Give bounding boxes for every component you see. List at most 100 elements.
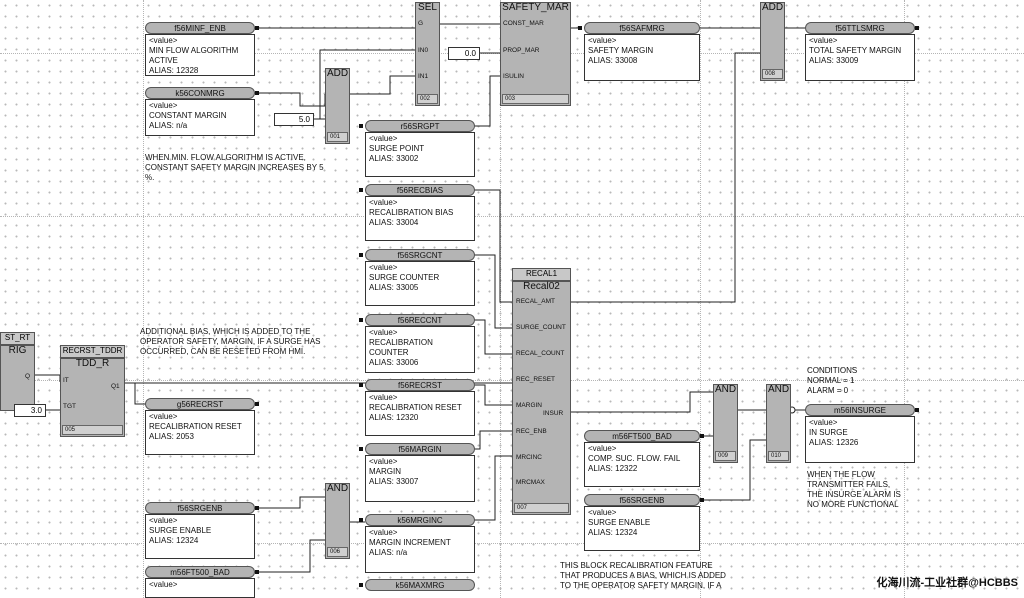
block-number: 001 — [327, 132, 348, 142]
block-number: 009 — [715, 451, 736, 461]
variable-box: <value> SAFETY MARGIN ALIAS: 33008 — [584, 34, 700, 81]
wire — [571, 52, 760, 303]
variable-box: <value> SURGE POINT ALIAS: 33002 — [365, 132, 475, 177]
variable-tag: k56CONMRG — [145, 87, 255, 99]
safety-mar-block[interactable]: SAFETY_MAR CONST_MAR PROP_MAR ISULIN 003 — [500, 2, 571, 106]
block-title: ADD — [326, 68, 349, 79]
block-port: SURGE_COUNT — [516, 324, 566, 331]
variable-desc: RECALIBRATION — [369, 338, 433, 347]
variable-value: <value> — [149, 101, 178, 110]
recal02-block[interactable]: Recal02 RECAL_AMT SURGE_COUNT RECAL_COUN… — [512, 281, 571, 515]
variable-alias: ALIAS: 33002 — [369, 154, 419, 163]
variable-tag: f56SRGENB — [584, 494, 700, 506]
variable-value: <value> — [149, 412, 178, 421]
variable-tag: k56MRGINC — [365, 514, 475, 526]
connector-pin — [915, 26, 919, 30]
connector-pin — [359, 253, 363, 257]
constant-input[interactable]: 5.0 — [274, 113, 314, 126]
variable-tag: f56SAFMRG — [584, 22, 700, 34]
block-title: SAFETY_MAR — [502, 2, 569, 13]
connector-pin — [359, 124, 363, 128]
variable-box: <value> RECALIBRATION RESET ALIAS: 2053 — [145, 410, 255, 455]
variable-alias: ALIAS: 12324 — [588, 528, 638, 537]
tdd-instance-header: RECRST_TDDR — [60, 345, 125, 358]
block-number: 005 — [62, 425, 123, 435]
variable-tag: f56RECCNT — [365, 314, 475, 326]
and-block-1[interactable]: AND 006 — [325, 483, 350, 559]
page-divider — [904, 0, 905, 598]
connector-pin — [359, 447, 363, 451]
page-divider — [0, 216, 1024, 217]
variable-value: <value> — [369, 134, 398, 143]
variable-box: <value> MIN FLOW ALGORITHM ACTIVE ALIAS:… — [145, 34, 255, 76]
variable-box: <value> SURGE ENABLE ALIAS: 12324 — [145, 514, 255, 559]
variable-alias: ALIAS: 33008 — [588, 56, 638, 65]
variable-box: <value> — [145, 578, 255, 598]
wire — [125, 382, 145, 405]
block-number: 008 — [762, 69, 783, 79]
block-port: PROP_MAR — [503, 47, 540, 54]
sel-block[interactable]: SEL G IN0 IN1 002 — [415, 2, 440, 106]
variable-value: <value> — [369, 528, 398, 537]
wire — [35, 374, 61, 382]
add-block-2[interactable]: ADD 008 — [760, 2, 785, 81]
constant-input[interactable]: 3.0 — [14, 404, 46, 417]
variable-value: <value> — [809, 36, 838, 45]
note-recal-feature: THIS BLOCK RECALIBRATION FEATURE THAT PR… — [560, 561, 726, 590]
variable-alias: ALIAS: 12324 — [149, 536, 199, 545]
note-bias: ADDITIONAL BIAS, WHICH IS ADDED TO THE O… — [140, 327, 321, 356]
page-divider — [700, 0, 701, 598]
wire — [475, 455, 512, 521]
variable-value: <value> — [588, 444, 617, 453]
variable-tag: f56MINF_ENB — [145, 22, 255, 34]
connector-pin — [359, 583, 363, 587]
note-minflow: WHEN MIN. FLOW ALGORITHM IS ACTIVE, CONS… — [145, 153, 324, 182]
variable-tag: g56RECRST — [145, 398, 255, 410]
variable-value: <value> — [149, 580, 178, 589]
connector-pin — [359, 188, 363, 192]
variable-desc: SURGE COUNTER — [369, 273, 440, 282]
wire — [314, 49, 415, 120]
rs-instance-header: ST_RT — [0, 332, 35, 345]
variable-alias: ALIAS: n/a — [369, 548, 408, 557]
variable-box: <value> RECALIBRATION COUNTER ALIAS: 330… — [365, 326, 475, 373]
variable-tag: f56TTLSMRG — [805, 22, 915, 34]
variable-tag: f56MARGIN — [365, 443, 475, 455]
variable-tag: m56INSURGE — [805, 404, 915, 416]
wire — [256, 92, 326, 107]
block-title: Recal02 — [523, 281, 560, 292]
rs-block[interactable]: RIG Q — [0, 345, 35, 411]
variable-box: <value> TOTAL SAFETY MARGIN ALIAS: 33009 — [805, 34, 915, 81]
block-number: 002 — [417, 94, 438, 104]
block-title: AND — [767, 384, 790, 395]
block-number: 010 — [768, 451, 789, 461]
variable-alias: ALIAS: 12326 — [809, 438, 859, 447]
tdd-r-block[interactable]: TDD_R IT TGT Q1 005 — [60, 358, 125, 437]
note-flow-fail: WHEN THE FLOW TRANSMITTER FAILS, THE INS… — [807, 470, 901, 509]
block-port: ISULIN — [503, 73, 524, 80]
variable-alias: ALIAS: 12320 — [369, 413, 419, 422]
variable-alias: ALIAS: 12328 — [149, 66, 199, 75]
block-port: CONST_MAR — [503, 20, 544, 27]
variable-desc: MARGIN INCREMENT — [369, 538, 451, 547]
page-divider — [143, 0, 144, 598]
wire — [350, 75, 415, 95]
connector-pin — [700, 498, 704, 502]
block-port: MRCMAX — [516, 479, 545, 486]
variable-tag: k56MAXMRG — [365, 579, 475, 591]
connector-pin — [359, 383, 363, 387]
wire — [475, 189, 512, 303]
constant-input[interactable]: 0.0 — [448, 47, 480, 60]
variable-alias: ALIAS: 33005 — [369, 283, 419, 292]
variable-tag: m56FT500_BAD — [584, 430, 700, 442]
variable-value: <value> — [588, 36, 617, 45]
variable-alias: ALIAS: 2053 — [149, 432, 194, 441]
add-block-1[interactable]: ADD 001 — [325, 68, 350, 144]
variable-desc: RECALIBRATION BIAS — [369, 208, 454, 217]
and-block-3[interactable]: AND 010 — [766, 384, 791, 463]
variable-value: <value> — [588, 508, 617, 517]
variable-desc: IN SURGE — [809, 428, 848, 437]
and-block-2[interactable]: AND 009 — [713, 384, 738, 463]
variable-box: <value> MARGIN ALIAS: 33007 — [365, 455, 475, 502]
variable-box: <value> SURGE ENABLE ALIAS: 12324 — [584, 506, 700, 551]
